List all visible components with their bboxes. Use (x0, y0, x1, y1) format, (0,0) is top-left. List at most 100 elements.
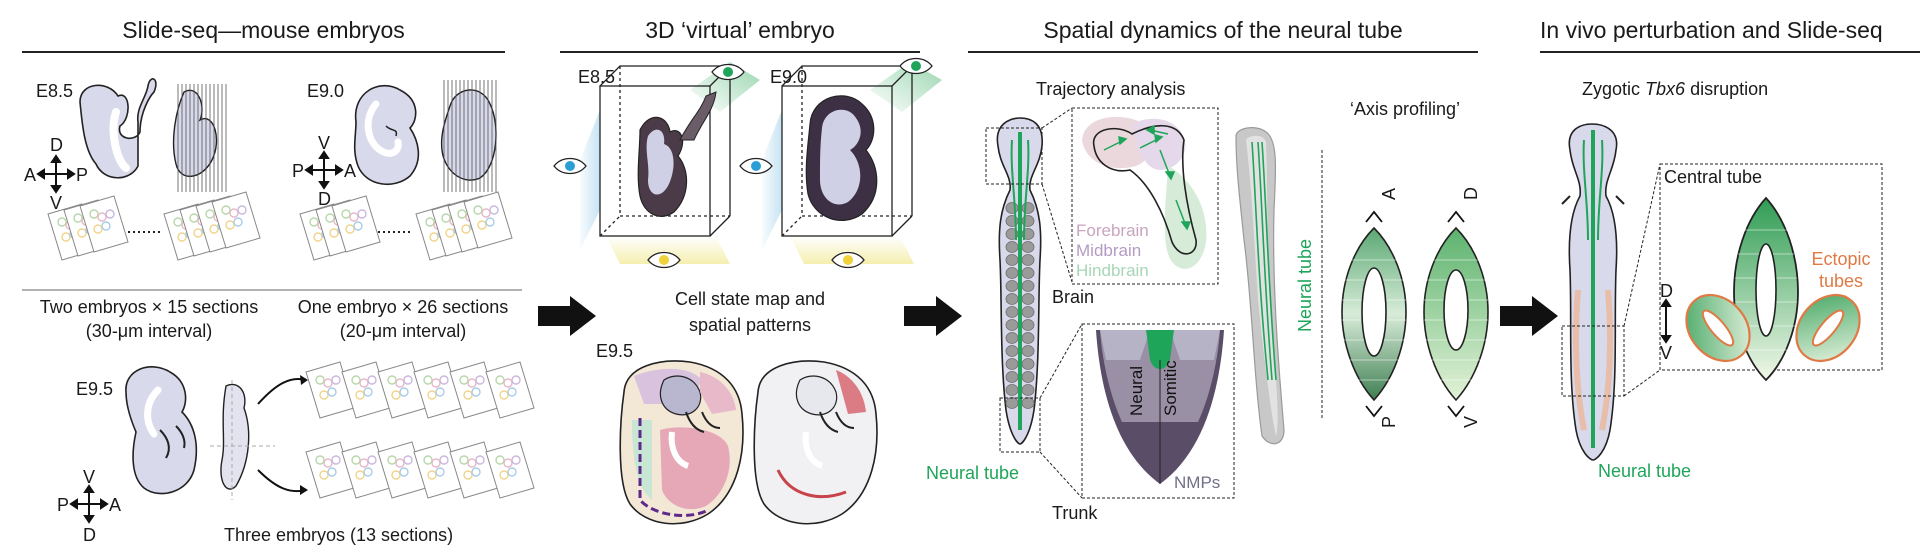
panel-slide-seq (22, 51, 535, 524)
axis-label-d: D (1461, 187, 1481, 200)
panel-title-perturbation: In vivo perturbation and Slide-seq (1540, 19, 1883, 42)
axis-label-p: P (76, 165, 89, 185)
caption-one-embryo: One embryo × 26 sections (297, 297, 509, 317)
section-spot (89, 209, 99, 219)
label-nmps: NMPs (1174, 473, 1221, 492)
stage-label-e90: E9.0 (307, 81, 345, 101)
axis-label-p: P (1379, 415, 1399, 428)
sectioned-embryo-e85 (172, 84, 227, 192)
somite (1005, 254, 1019, 266)
section-spot (423, 375, 433, 385)
section-spot (221, 205, 231, 215)
section-spot (473, 205, 483, 215)
dv-axis-arrow (1660, 298, 1672, 344)
section-spot (435, 467, 445, 477)
label-brain: Brain (1052, 287, 1095, 307)
somite (1021, 254, 1035, 266)
axis-label-v: V (83, 467, 96, 487)
section-spot (471, 387, 481, 397)
axis-label-d: D (1660, 281, 1673, 301)
section-spot (77, 228, 87, 238)
section-spot (495, 455, 505, 465)
section-spot (357, 209, 367, 219)
section-stacks-top (47, 191, 513, 261)
axis-label-p: P (57, 495, 70, 515)
label-neural-tube: Neural tube (1598, 461, 1692, 481)
label-midbrain: Midbrain (1076, 241, 1142, 260)
section-spot (475, 455, 485, 465)
curved-arrow-down (257, 469, 307, 493)
somite (1021, 345, 1035, 357)
section-spot (439, 375, 449, 385)
section-spot (345, 224, 355, 234)
section-spot (395, 458, 405, 468)
ap-oval (1341, 226, 1407, 402)
panel-neural-tube (968, 51, 1489, 499)
embryo-e95-slice (220, 383, 250, 490)
section-spot (387, 375, 397, 385)
section-spot (325, 213, 335, 223)
stage-label-e90: E9.0 (770, 67, 808, 87)
section-spot (177, 232, 187, 242)
section-spot (499, 470, 509, 480)
section-spot (97, 212, 107, 222)
perturbation-zoom-box (1561, 325, 1625, 397)
section-spot (319, 470, 329, 480)
somite (1021, 332, 1035, 344)
stage-label-e95: E9.5 (596, 341, 634, 361)
section-spot (387, 455, 397, 465)
somite (1021, 306, 1035, 318)
section-spot (427, 470, 437, 480)
somite (1021, 319, 1035, 331)
label-forebrain: Forebrain (1076, 221, 1149, 240)
axis-label-p: P (292, 161, 305, 181)
somite (1005, 267, 1019, 279)
section-spot (495, 375, 505, 385)
axis-label-a: A (24, 165, 37, 185)
section-spot (503, 458, 513, 468)
section-spot (341, 209, 351, 219)
gene-name: Tbx6 (1645, 79, 1686, 99)
somite (1005, 306, 1019, 318)
somite (1005, 384, 1019, 396)
flow-arrow-2 (904, 296, 962, 336)
section-spot (459, 375, 469, 385)
section-spot (489, 205, 499, 215)
caption-spatial-patterns: spatial patterns (688, 315, 812, 335)
cell-state-map (619, 360, 744, 525)
axis-label-d: D (83, 525, 96, 545)
eye-icon (553, 157, 587, 175)
panel-perturbation (1540, 51, 1920, 461)
section-spot (315, 375, 325, 385)
somite (1021, 371, 1035, 383)
somite (1021, 358, 1035, 370)
section-spot (399, 467, 409, 477)
section-spot (431, 458, 441, 468)
section-spot (467, 378, 477, 388)
somite (1005, 332, 1019, 344)
trunk-zoom-box (999, 397, 1041, 453)
somite (1021, 397, 1035, 409)
section-spot (367, 455, 377, 465)
sectioned-embryo-e90 (440, 80, 497, 192)
somite (1005, 397, 1019, 409)
embryo-e90-core (364, 100, 402, 157)
section-spot (425, 217, 435, 227)
section-spot (507, 467, 517, 477)
eye-icon (899, 57, 933, 75)
stage-label-e85: E8.5 (578, 67, 616, 87)
section-spot (429, 232, 439, 242)
section-spot (313, 232, 323, 242)
section-spot (327, 387, 337, 397)
section-spot (93, 224, 103, 234)
somite (1021, 202, 1035, 214)
somite (1005, 202, 1019, 214)
stage-label-e95: E9.5 (76, 379, 114, 399)
somite (1021, 293, 1035, 305)
section-spot (331, 455, 341, 465)
somite (1021, 280, 1035, 292)
label-neural-tube: Neural tube (926, 463, 1020, 483)
section-spot (205, 209, 215, 219)
panel-title-neural-tube: Spatial dynamics of the neural tube (1043, 17, 1403, 43)
